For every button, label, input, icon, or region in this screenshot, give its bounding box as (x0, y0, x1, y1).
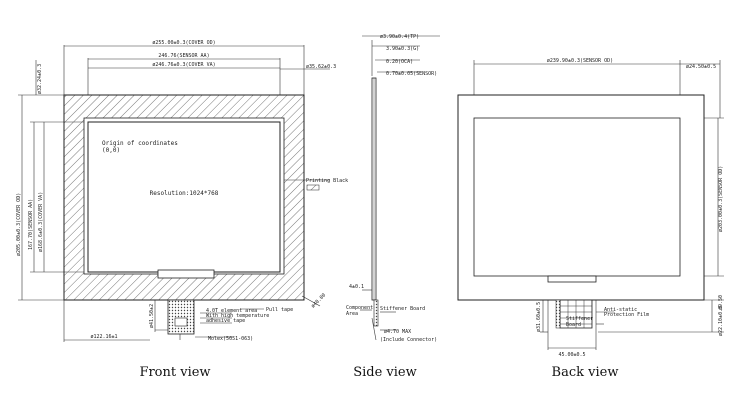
back-view-caption: Back view (552, 365, 619, 380)
printing-black-swatch (306, 184, 320, 191)
front-left-cover-va: ø168.6±0.3(COVER VA) (38, 192, 44, 252)
side-tail: 4±0.1 (349, 284, 364, 290)
side-dim-oca: 0.20(OCA) (386, 59, 413, 65)
resolution-label: Resolution:1024*768 (150, 190, 219, 197)
back-sensor-outline (473, 117, 681, 277)
front-left-cover-od: ø205.00±0.3(COVER OD) (16, 193, 22, 256)
back-fpc-edge (555, 299, 561, 329)
front-view-caption: Front view (139, 365, 210, 380)
side-max-note: (Include Connector) (380, 337, 437, 343)
front-tail-side: ø40.00 (310, 292, 327, 309)
origin-note: Origin of coordinates (102, 140, 178, 147)
back-right-small: ø9.50 (718, 295, 724, 310)
front-top-cover-od: ø255.00±0.3(COVER OD) (152, 40, 215, 46)
stiffener-area-note: 4.0T element area (206, 308, 257, 314)
front-bottom-tail: ø41.50±2 (149, 304, 155, 328)
printing-black-label: Printing Black (306, 178, 348, 184)
front-right-top-offset: ø35.62±0.3 (306, 64, 336, 70)
side-dim-sensor: 0.70±0.05(SENSOR) (386, 71, 437, 77)
back-view: ø239.90±0.3(SENSOR OD) ø24.50±0.5 ø203.0… (457, 58, 724, 380)
back-tail-width: 45.00±0.5 (558, 352, 585, 358)
back-top-sensor-od: ø239.90±0.3(SENSOR OD) (547, 58, 613, 64)
back-anti-static-2: Protection Film (604, 312, 649, 318)
side-component-2: Area (346, 311, 358, 317)
back-anti-static-1: Anti-static (604, 307, 637, 313)
side-view-caption: Side view (353, 365, 417, 380)
back-top-right: ø24.50±0.5 (686, 64, 716, 70)
front-connector (174, 317, 188, 327)
front-fpc-bond (157, 269, 215, 279)
back-fpc-bond (547, 275, 597, 283)
front-top-cover-va: ø246.76±0.3(COVER VA) (152, 62, 215, 68)
front-left-small: ø32.24±0.3 (37, 64, 43, 94)
front-left-sensor-aa: 167.70(SENSOR AA) (28, 199, 34, 250)
side-dimension-lines (360, 35, 440, 341)
front-top-sensor-aa: 246.76(SENSOR AA) (158, 53, 209, 59)
front-active-area (87, 121, 281, 273)
front-view: ø255.00±0.3(COVER OD) 246.76(SENSOR AA) … (16, 40, 348, 380)
adhesive-note-2: adhesive tape (206, 318, 245, 324)
adhesive-note-1: With high temperature (206, 313, 269, 319)
back-right-sensor-od: ø203.00±0.3(SENSOR OD) (718, 166, 724, 232)
side-max: ø4.70 MAX (384, 329, 411, 335)
side-view: ø3.90±0.4(TP) 3.90±0.3(G) 0.20(OCA) 0.70… (346, 34, 440, 380)
side-dim-glass: 3.90±0.3(G) (386, 46, 419, 52)
side-component-1: Component (346, 305, 373, 311)
front-bottom-left: ø122.16±1 (90, 334, 117, 340)
origin-xy: (0,0) (102, 147, 120, 154)
back-right-tail: ø22.10±0.5 (718, 306, 724, 336)
back-left-tail: ø31.60±0.5 (536, 302, 542, 332)
front-fpc-tail (167, 299, 195, 335)
side-stiffener: Stiffener Board (380, 306, 425, 312)
pull-tape-note: Pull tape (266, 307, 293, 313)
back-stiffener-1: Stiffener (566, 316, 593, 322)
back-fpc-tail (559, 299, 593, 329)
back-stiffener-2: Board (566, 322, 581, 328)
side-fpc (373, 299, 379, 327)
connector-note: Molex(5051-063) (208, 336, 253, 342)
side-tp: ø3.90±0.4(TP) (380, 34, 419, 40)
